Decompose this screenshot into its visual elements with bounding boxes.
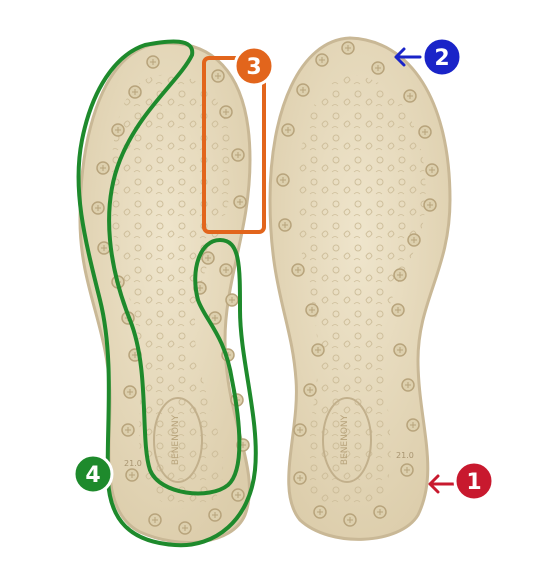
badge-3: 3 [233, 45, 275, 87]
tread-stud-cross [125, 427, 131, 433]
tread-stud-cross [115, 127, 121, 133]
tread-stud-cross [429, 167, 435, 173]
badge-1: 1 [428, 460, 495, 502]
tread-stud-cross [397, 272, 403, 278]
tread-stud-cross [375, 65, 381, 71]
badge-1-circle [453, 460, 495, 502]
tread-stud-cross [377, 509, 383, 515]
left-sole: BENENONY 21.0 [78, 41, 252, 544]
tread-stud-cross [150, 59, 156, 65]
tread-stud-cross [307, 387, 313, 393]
left-heel-logo [153, 397, 203, 483]
tread-stud-cross [345, 45, 351, 51]
tread-studs [91, 41, 439, 535]
tread-stud-cross [407, 93, 413, 99]
right-size-text: 21.0 [396, 451, 414, 460]
tread-stud-cross [127, 389, 133, 395]
tread-stud-cross [397, 347, 403, 353]
tread-stud-cross [280, 177, 286, 183]
region-4-outline [76, 39, 258, 548]
tread-stud-cross [405, 382, 411, 388]
badge-4-circle [72, 453, 114, 495]
tread-stud-cross [297, 475, 303, 481]
tread-stud-cross [100, 165, 106, 171]
tread-stud-cross [319, 57, 325, 63]
arrow-left-icon [394, 47, 422, 67]
arrow-left-icon [428, 474, 457, 494]
badge-2-circle [421, 36, 463, 78]
tread-stud-cross [212, 512, 218, 518]
tread-stud-cross [315, 347, 321, 353]
badge-4-label: 4 [85, 463, 100, 488]
tread-stud-cross [285, 127, 291, 133]
tread-stud-cross [282, 222, 288, 228]
left-brand-text: BENENONY [171, 414, 181, 465]
badge-3-circle [233, 45, 275, 87]
tread-stud-cross [404, 467, 410, 473]
badge-1-label: 1 [466, 470, 481, 495]
tread-stud-cross [297, 427, 303, 433]
tread-stud-cross [235, 152, 241, 158]
tread-stud-cross [132, 352, 138, 358]
tread-stud-cross [309, 307, 315, 313]
badge-2: 2 [394, 36, 463, 78]
tread-stud-cross [212, 315, 218, 321]
tread-stud-cross [427, 202, 433, 208]
tread-stud-cross [101, 245, 107, 251]
tread-stud-cross [317, 509, 323, 515]
left-size-text: 21.0 [124, 459, 142, 468]
tread-stud-cross [395, 307, 401, 313]
right-sole-inner-pad [297, 75, 426, 509]
tread-stud-cross [223, 267, 229, 273]
tread-stud-cross [422, 129, 428, 135]
tread-stud-cross [197, 285, 203, 291]
tread-stud-cross [229, 297, 235, 303]
tread-stud-cross [411, 237, 417, 243]
right-heel-logo [322, 397, 372, 483]
tread-stud-cross [205, 255, 211, 261]
right-brand-text: BENENONY [340, 414, 350, 465]
tread-stud-cross [237, 199, 243, 205]
badge-2-label: 2 [434, 46, 449, 71]
region-3-box [202, 56, 266, 234]
tread-stud-cross [235, 492, 241, 498]
badge-4: 4 [72, 453, 114, 495]
tread-stud-cross [129, 472, 135, 478]
tread-stud-cross [347, 517, 353, 523]
tread-stud-cross [182, 525, 188, 531]
left-sole-inner-pad [109, 74, 233, 509]
tread-stud-cross [295, 267, 301, 273]
tread-stud-cross [95, 205, 101, 211]
tread-stud-cross [152, 517, 158, 523]
tread-stud-cross [223, 109, 229, 115]
tread-stud-cross [132, 89, 138, 95]
tread-stud-cross [215, 73, 221, 79]
tread-stud-cross [300, 87, 306, 93]
tread-stud-cross [410, 422, 416, 428]
badge-3-label: 3 [246, 55, 261, 80]
right-sole: BENENONY 21.0 [268, 36, 452, 541]
